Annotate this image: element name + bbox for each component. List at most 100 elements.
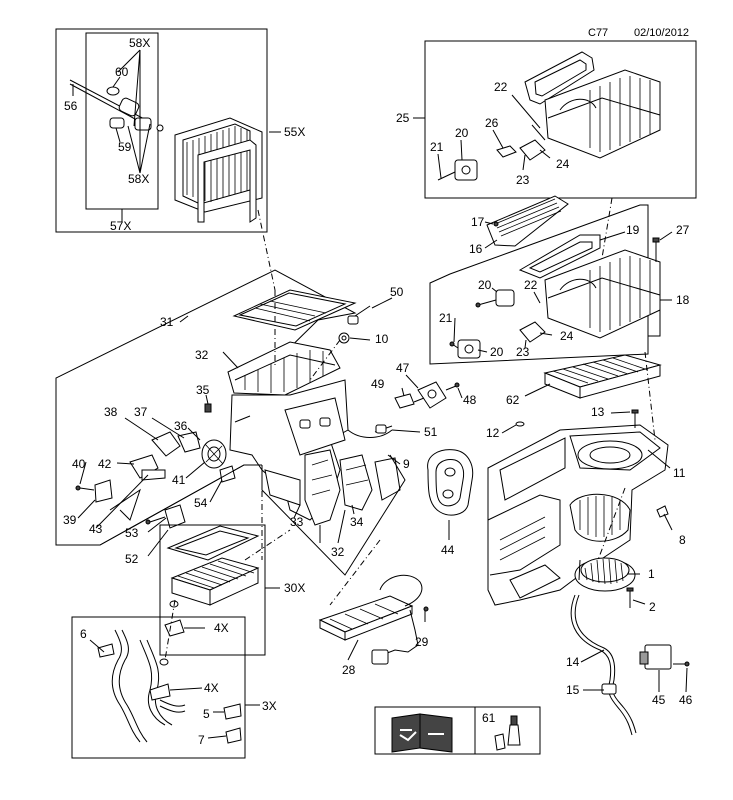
blower-motor <box>574 557 636 592</box>
callout-4X-lower: 4X <box>204 681 219 695</box>
callout-50: 50 <box>390 285 404 299</box>
actuator-group <box>309 297 463 465</box>
callout-7: 7 <box>198 733 205 747</box>
main-housing <box>229 379 401 526</box>
callout-58X-bottom: 58X <box>128 172 149 186</box>
callout-13: 13 <box>591 405 605 419</box>
heater-core <box>174 117 263 223</box>
callout-44: 44 <box>441 543 455 557</box>
callout-20-mid: 20 <box>478 278 492 292</box>
callout-43: 43 <box>89 522 103 536</box>
manual-book-icon <box>391 713 453 753</box>
callout-11: 11 <box>673 466 686 480</box>
cover-plate <box>232 289 357 331</box>
callout-10: 10 <box>375 332 389 346</box>
heater-housing-group <box>55 269 401 560</box>
diagram-code: C77 <box>588 27 608 39</box>
callout-46: 46 <box>679 693 693 707</box>
callout-23-upper: 23 <box>516 173 530 187</box>
callout-49: 49 <box>371 377 385 391</box>
callout-53: 53 <box>125 526 139 540</box>
callout-22-upper: 22 <box>494 80 508 94</box>
callout-34: 34 <box>350 515 364 529</box>
callout-28: 28 <box>342 663 356 677</box>
callout-24-upper: 24 <box>556 157 570 171</box>
callout-60: 60 <box>115 65 129 79</box>
blower-harness <box>570 594 690 736</box>
callout-33: 33 <box>290 515 304 529</box>
callout-19: 19 <box>626 223 640 237</box>
callout-51: 51 <box>424 425 438 439</box>
callout-30X: 30X <box>284 581 305 595</box>
callout-42: 42 <box>98 457 112 471</box>
housing-frame <box>261 454 406 576</box>
callout-59: 59 <box>118 140 132 154</box>
callout-36: 36 <box>174 419 188 433</box>
callout-20-upper: 20 <box>455 126 469 140</box>
upper-flap-housing <box>544 69 661 159</box>
callout-38: 38 <box>104 405 118 419</box>
callout-45: 45 <box>652 693 666 707</box>
callout-62: 62 <box>506 393 520 407</box>
callout-14: 14 <box>566 655 580 669</box>
callout-16: 16 <box>469 242 483 256</box>
callout-26: 26 <box>485 116 499 130</box>
callout-1: 1 <box>648 567 655 581</box>
callout-6: 6 <box>80 627 87 641</box>
callout-21-mid: 21 <box>439 311 453 325</box>
callout-52: 52 <box>125 552 139 566</box>
callout-27: 27 <box>676 223 690 237</box>
callout-61: 61 <box>482 711 496 725</box>
callout-40: 40 <box>72 457 86 471</box>
air-inlet-group <box>429 195 673 365</box>
callout-48: 48 <box>463 393 477 407</box>
callout-47: 47 <box>396 361 410 375</box>
callout-58X-top: 58X <box>129 36 150 50</box>
callout-17: 17 <box>471 215 485 229</box>
callout-29: 29 <box>415 635 429 649</box>
callout-3X: 3X <box>262 699 277 713</box>
callout-5: 5 <box>203 707 210 721</box>
flap-gear <box>201 439 227 469</box>
pipes-group <box>71 599 260 759</box>
upper-housing <box>227 341 341 396</box>
callout-31: 31 <box>160 315 174 329</box>
service-info-box <box>374 706 541 755</box>
callout-37: 37 <box>134 405 148 419</box>
callout-22-mid: 22 <box>524 278 538 292</box>
blower-housing <box>487 351 673 608</box>
callout-55X: 55X <box>284 125 305 139</box>
callout-41: 41 <box>172 473 186 487</box>
callout-25: 25 <box>396 111 410 125</box>
callout-labels: 58X 60 56 59 58X 57X 55X 25 22 26 20 21 … <box>63 36 693 747</box>
blower-resistor-module <box>644 644 672 670</box>
callout-9: 9 <box>403 457 410 471</box>
callout-12: 12 <box>486 426 500 440</box>
callout-35: 35 <box>196 383 210 397</box>
harness-connector <box>371 649 389 665</box>
callout-32-upper: 32 <box>195 348 209 362</box>
evaporator-group <box>159 524 291 656</box>
callout-21-upper: 21 <box>430 140 444 154</box>
callout-57X: 57X <box>110 219 131 233</box>
cabin-filter <box>524 354 662 399</box>
callout-4X-upper: 4X <box>214 621 229 635</box>
callout-32-lower: 32 <box>331 545 345 559</box>
callout-23-mid: 23 <box>516 345 530 359</box>
callout-15: 15 <box>566 683 580 697</box>
heater-core-group <box>55 28 281 291</box>
callout-56: 56 <box>64 99 78 113</box>
wiring-harness <box>318 539 429 665</box>
lubricant-tube-icon <box>494 715 521 751</box>
callout-54: 54 <box>194 496 208 510</box>
gasket <box>427 449 474 540</box>
pipe-assembly <box>69 79 164 132</box>
callout-24-mid: 24 <box>560 329 574 343</box>
callout-8: 8 <box>679 533 686 547</box>
flap-assembly-box-upper <box>413 40 697 271</box>
diagram-date: 02/10/2012 <box>634 27 689 39</box>
callout-20-lower: 20 <box>490 345 504 359</box>
callout-39: 39 <box>63 513 77 527</box>
lower-flap-housing <box>544 249 661 339</box>
